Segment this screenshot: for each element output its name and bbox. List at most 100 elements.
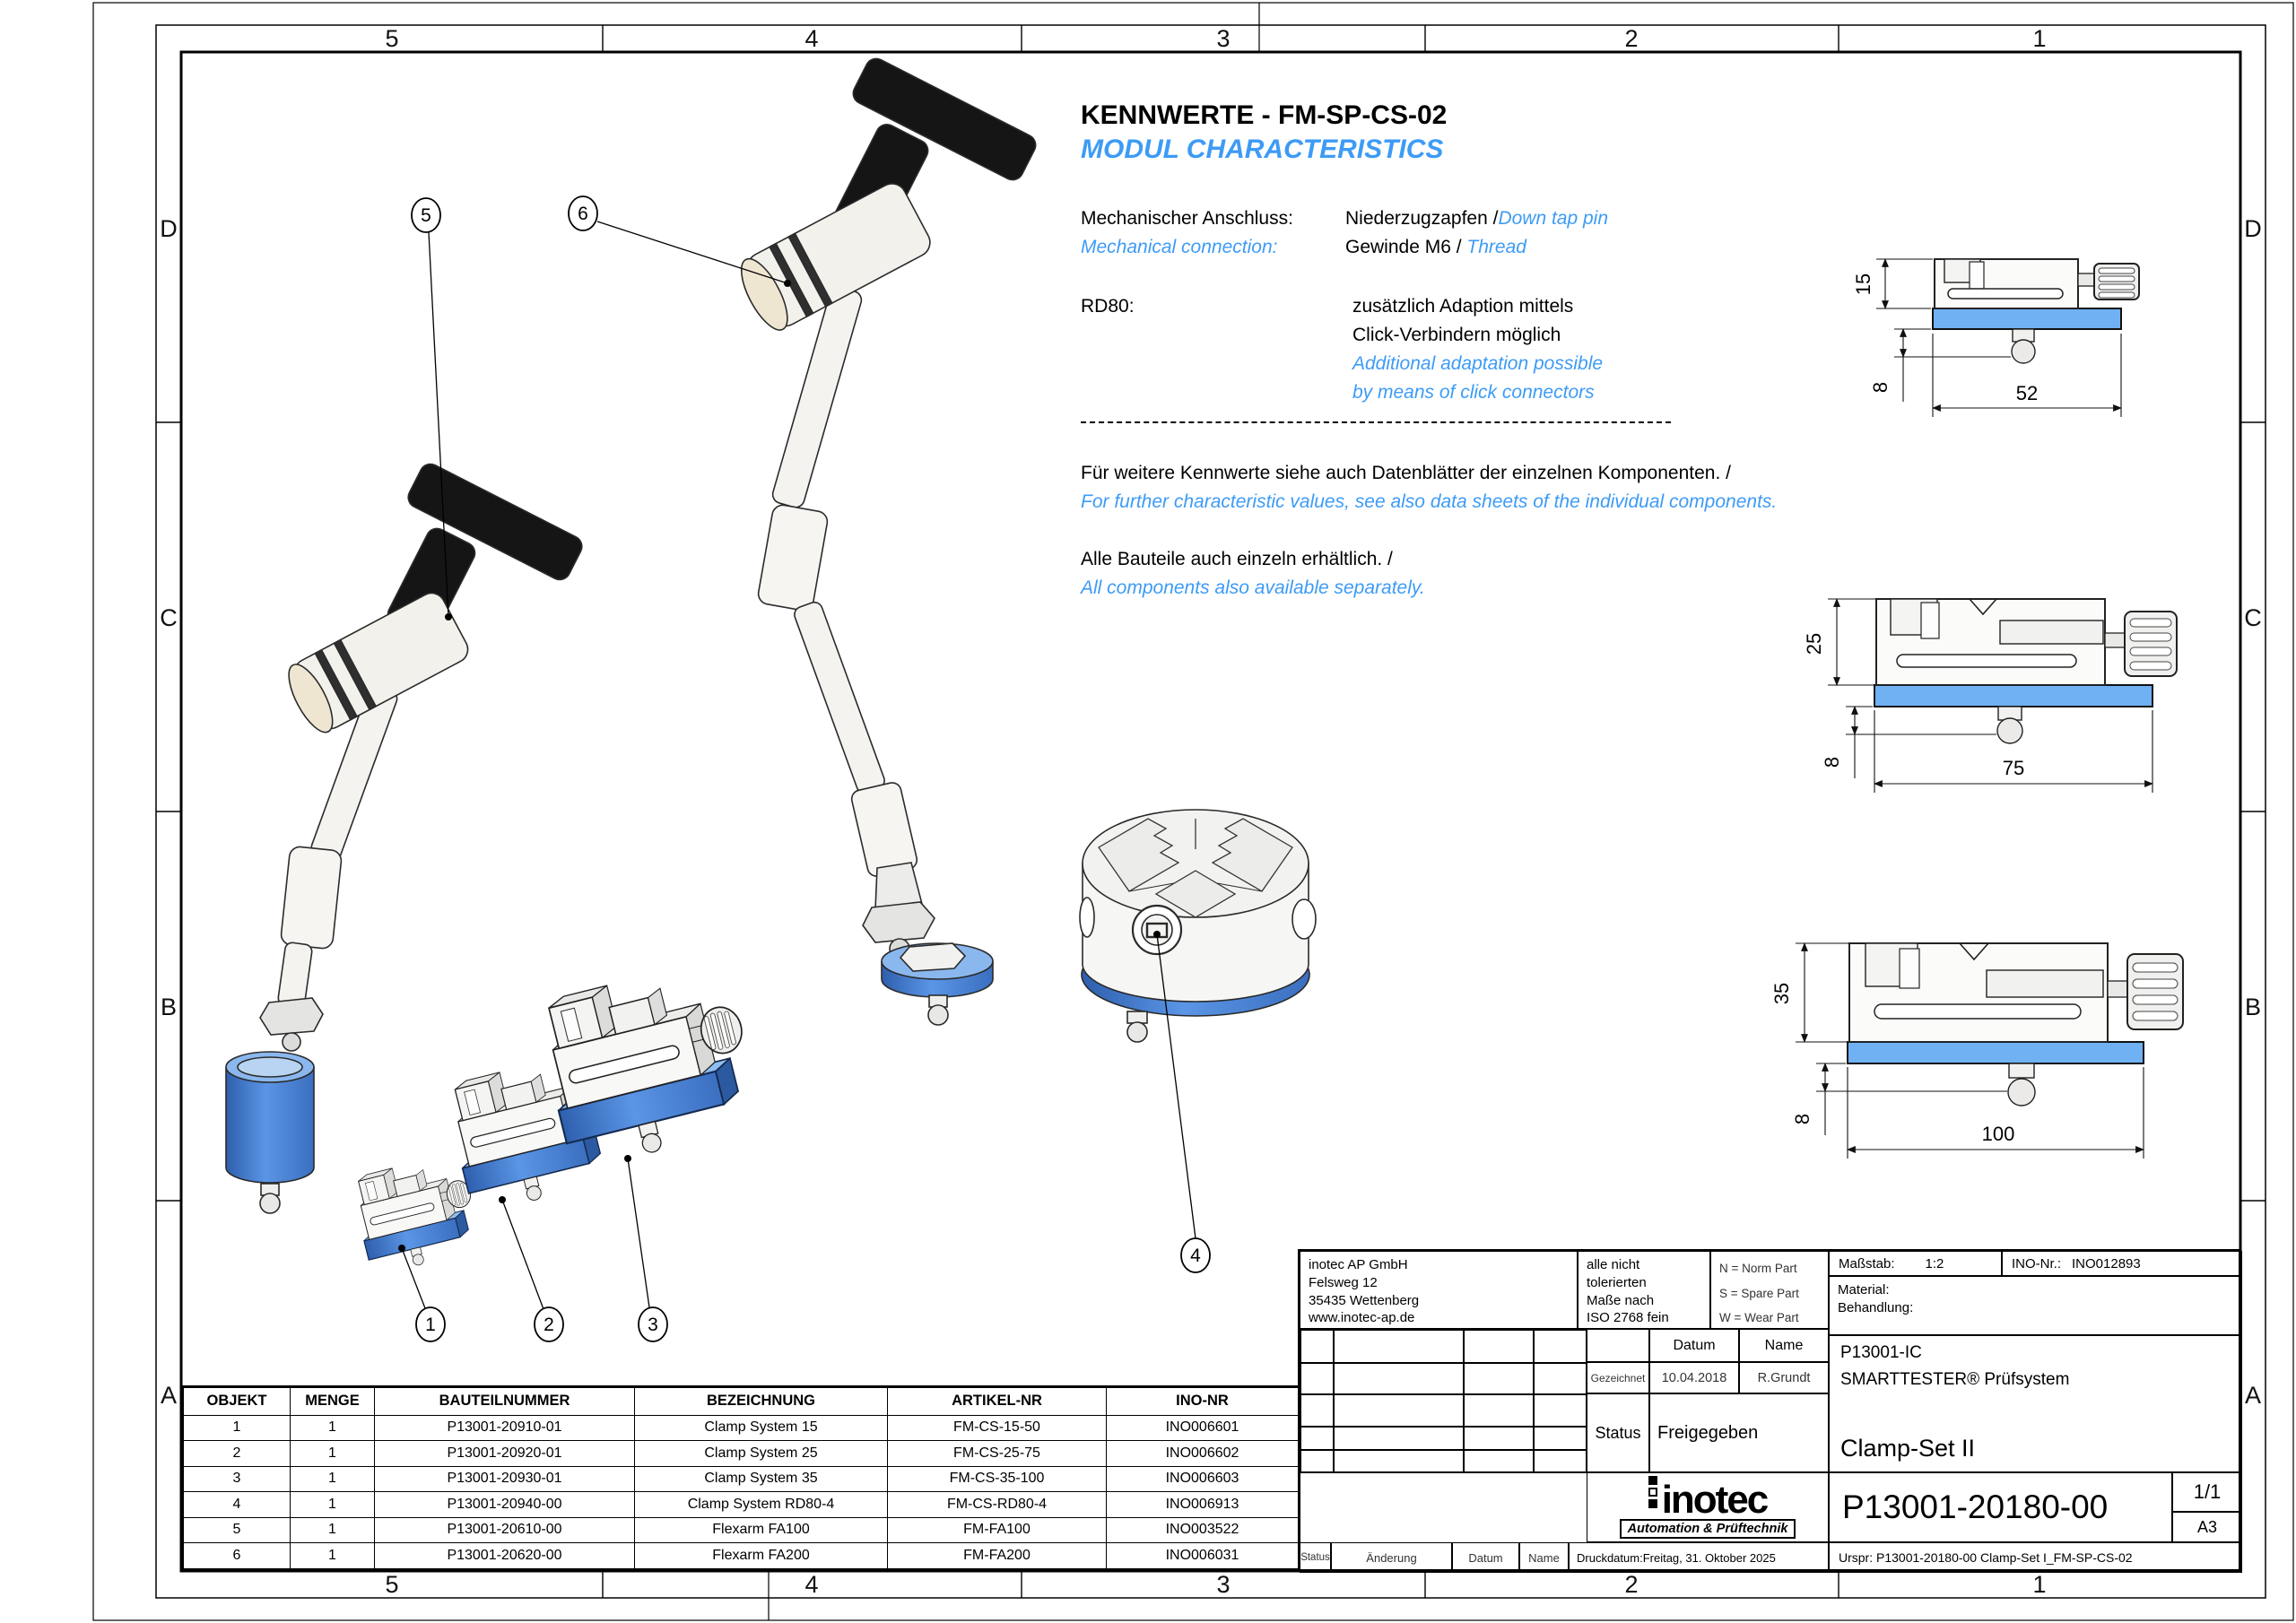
bottom-aenderung-label: Änderung — [1331, 1542, 1452, 1573]
part-legend-cell: N = Norm Part S = Spare Part W = Wear Pa… — [1710, 1251, 1829, 1329]
callout-6: 6 — [568, 195, 791, 287]
zone-col: 1 — [2032, 1571, 2046, 1598]
flexarm-fa100 — [225, 463, 583, 1214]
tolerance-cell: alle nicht tolerierten Maße nach ISO 276… — [1578, 1251, 1710, 1329]
zone-row: A — [2245, 1382, 2261, 1409]
t-handle — [852, 57, 1037, 181]
logo-subtitle: Automation & Prüftechnik — [1619, 1519, 1796, 1539]
clamp-system-35 — [531, 955, 767, 1173]
rd80-line1: zusätzlich Adaption mittels — [1352, 296, 1574, 317]
masstab-label: Maßstab: — [1839, 1255, 1895, 1271]
masstab-cell: Maßstab: 1:2 — [1829, 1251, 2002, 1276]
legend-line: W = Wear Part — [1719, 1311, 1799, 1325]
callout-2: 2 — [499, 1196, 564, 1342]
knurled-knob — [2126, 953, 2184, 1030]
zone-row: D — [2244, 215, 2262, 242]
bom-cell: 1 — [182, 1414, 291, 1441]
zone-col: 5 — [385, 25, 398, 52]
ino-label: INO-Nr.: — [2012, 1255, 2061, 1271]
project-name: SMARTTESTER® Prüfsystem — [1840, 1370, 2070, 1389]
bom-cell: P13001-20620-00 — [374, 1542, 635, 1570]
company-cell: inotec AP GmbH Felsweg 12 35435 Wettenbe… — [1300, 1251, 1578, 1329]
mech-label-en: Mechanical connection: — [1081, 237, 1278, 257]
zone-row: A — [161, 1382, 177, 1409]
bom-cell: 6 — [182, 1542, 291, 1570]
gezeichnet-name: R.Grundt — [1739, 1362, 1829, 1393]
inotec-logo: inotec Automation & Prüftechnik — [1587, 1473, 1828, 1541]
callout-group: 1 2 3 4 5 6 — [398, 195, 1211, 1342]
mech-value-en: Down tap pin — [1498, 208, 1609, 229]
blue-base-plate — [1874, 684, 2153, 707]
bottom-name-label: Name — [1519, 1542, 1569, 1573]
gezeichnet-label: Gezeichnet — [1587, 1362, 1649, 1393]
dim-drawing-cs25: 25 8 75 — [1803, 598, 2178, 793]
bom-cell: Clamp System 25 — [634, 1440, 888, 1467]
bom-cell: FM-CS-RD80-4 — [887, 1491, 1107, 1518]
logo-squares-icon — [1648, 1476, 1657, 1516]
kennwerte-subtitle: MODUL CHARACTERISTICS — [1081, 135, 1444, 164]
clamp-head — [740, 183, 931, 331]
bom-cell: INO006602 — [1106, 1440, 1300, 1467]
bom-cell: FM-FA100 — [887, 1516, 1107, 1543]
logo-text: inotec — [1661, 1477, 1770, 1522]
dashed-separator — [1081, 421, 1671, 423]
callout-number: 1 — [425, 1315, 436, 1335]
company-name: inotec AP GmbH — [1309, 1257, 1408, 1272]
bom-header: BEZEICHNUNG — [634, 1386, 888, 1416]
bom-cell: FM-CS-15-50 — [887, 1414, 1107, 1441]
dim-width-label: 75 — [2003, 757, 2024, 779]
dimensions — [1796, 942, 2144, 1159]
rev-blank-cell — [1587, 1329, 1649, 1362]
callout-3: 3 — [624, 1155, 668, 1342]
ino-nr-cell: INO-Nr.: INO012893 — [2002, 1251, 2242, 1276]
thread-en: Thread — [1466, 237, 1526, 257]
chuck-jaw — [1154, 870, 1237, 918]
frame-borders — [92, 2, 2294, 1621]
bom-cell: Flexarm FA200 — [634, 1542, 888, 1570]
project-code: P13001-IC — [1840, 1343, 1922, 1362]
rev-datum-header: Datum — [1649, 1329, 1739, 1362]
bottom-datum-label: Datum — [1452, 1542, 1519, 1573]
bom-cell: 1 — [290, 1440, 375, 1467]
status-value-cell: Freigegeben — [1649, 1393, 1829, 1472]
knurled-knob — [2124, 611, 2178, 677]
bom-cell: FM-FA200 — [887, 1542, 1107, 1570]
mech-value-1: Niederzugzapfen /Down tap pin — [1345, 208, 1608, 230]
dimensions — [1876, 258, 2122, 417]
bom-cell: INO003522 — [1106, 1516, 1300, 1543]
rd80-line4: by means of click connectors — [1352, 382, 1595, 403]
bom-header: ARTIKEL-NR — [887, 1386, 1107, 1416]
bom-cell: Flexarm FA100 — [634, 1516, 888, 1543]
bom-table: OBJEKT MENGE BAUTEILNUMMER BEZEICHNUNG A… — [181, 1385, 1300, 1571]
tolerance-line: Maße nach — [1587, 1292, 1655, 1308]
bom-cell: 3 — [182, 1465, 291, 1492]
callout-number: 4 — [1190, 1245, 1201, 1266]
format-cell: A3 — [2172, 1512, 2242, 1542]
legend-line: N = Norm Part — [1719, 1262, 1797, 1275]
mech-value-2: Gewinde M6 / Thread — [1345, 237, 1526, 258]
clamp-system-rd80 — [1079, 809, 1317, 1043]
note1-de: Für weitere Kennwerte siehe auch Datenbl… — [1081, 463, 1731, 483]
dimensions — [1828, 598, 2153, 793]
frame-zone-labels: 5 4 3 2 1 5 4 3 2 1 D C B A D C B A — [160, 25, 2262, 1598]
dim-drawing-cs35: 35 8 100 — [1770, 942, 2184, 1159]
druckdatum-cell: Druckdatum:Freitag, 31. Oktober 2025 — [1569, 1542, 1829, 1573]
rd80-line3: Additional adaptation possible — [1352, 353, 1604, 374]
callout-number: 3 — [648, 1315, 658, 1335]
masstab-value: 1:2 — [1925, 1255, 1944, 1271]
clamp-head — [288, 592, 469, 733]
tolerance-line: ISO 2768 fein — [1587, 1310, 1669, 1326]
bom-header: INO-NR — [1106, 1386, 1300, 1416]
bom-cell: Clamp System RD80-4 — [634, 1491, 888, 1518]
bom-cell: P13001-20610-00 — [374, 1516, 635, 1543]
dim-height-label: 15 — [1852, 273, 1874, 295]
rev-name-header: Name — [1739, 1329, 1829, 1362]
zone-col: 3 — [1216, 1571, 1230, 1598]
company-street: Felsweg 12 — [1309, 1274, 1378, 1290]
ino-value: INO012893 — [2072, 1255, 2141, 1271]
flexarm-fa200 — [740, 57, 1037, 1026]
rd80-label: RD80: — [1081, 296, 1135, 317]
legend-line: S = Spare Part — [1719, 1286, 1799, 1300]
